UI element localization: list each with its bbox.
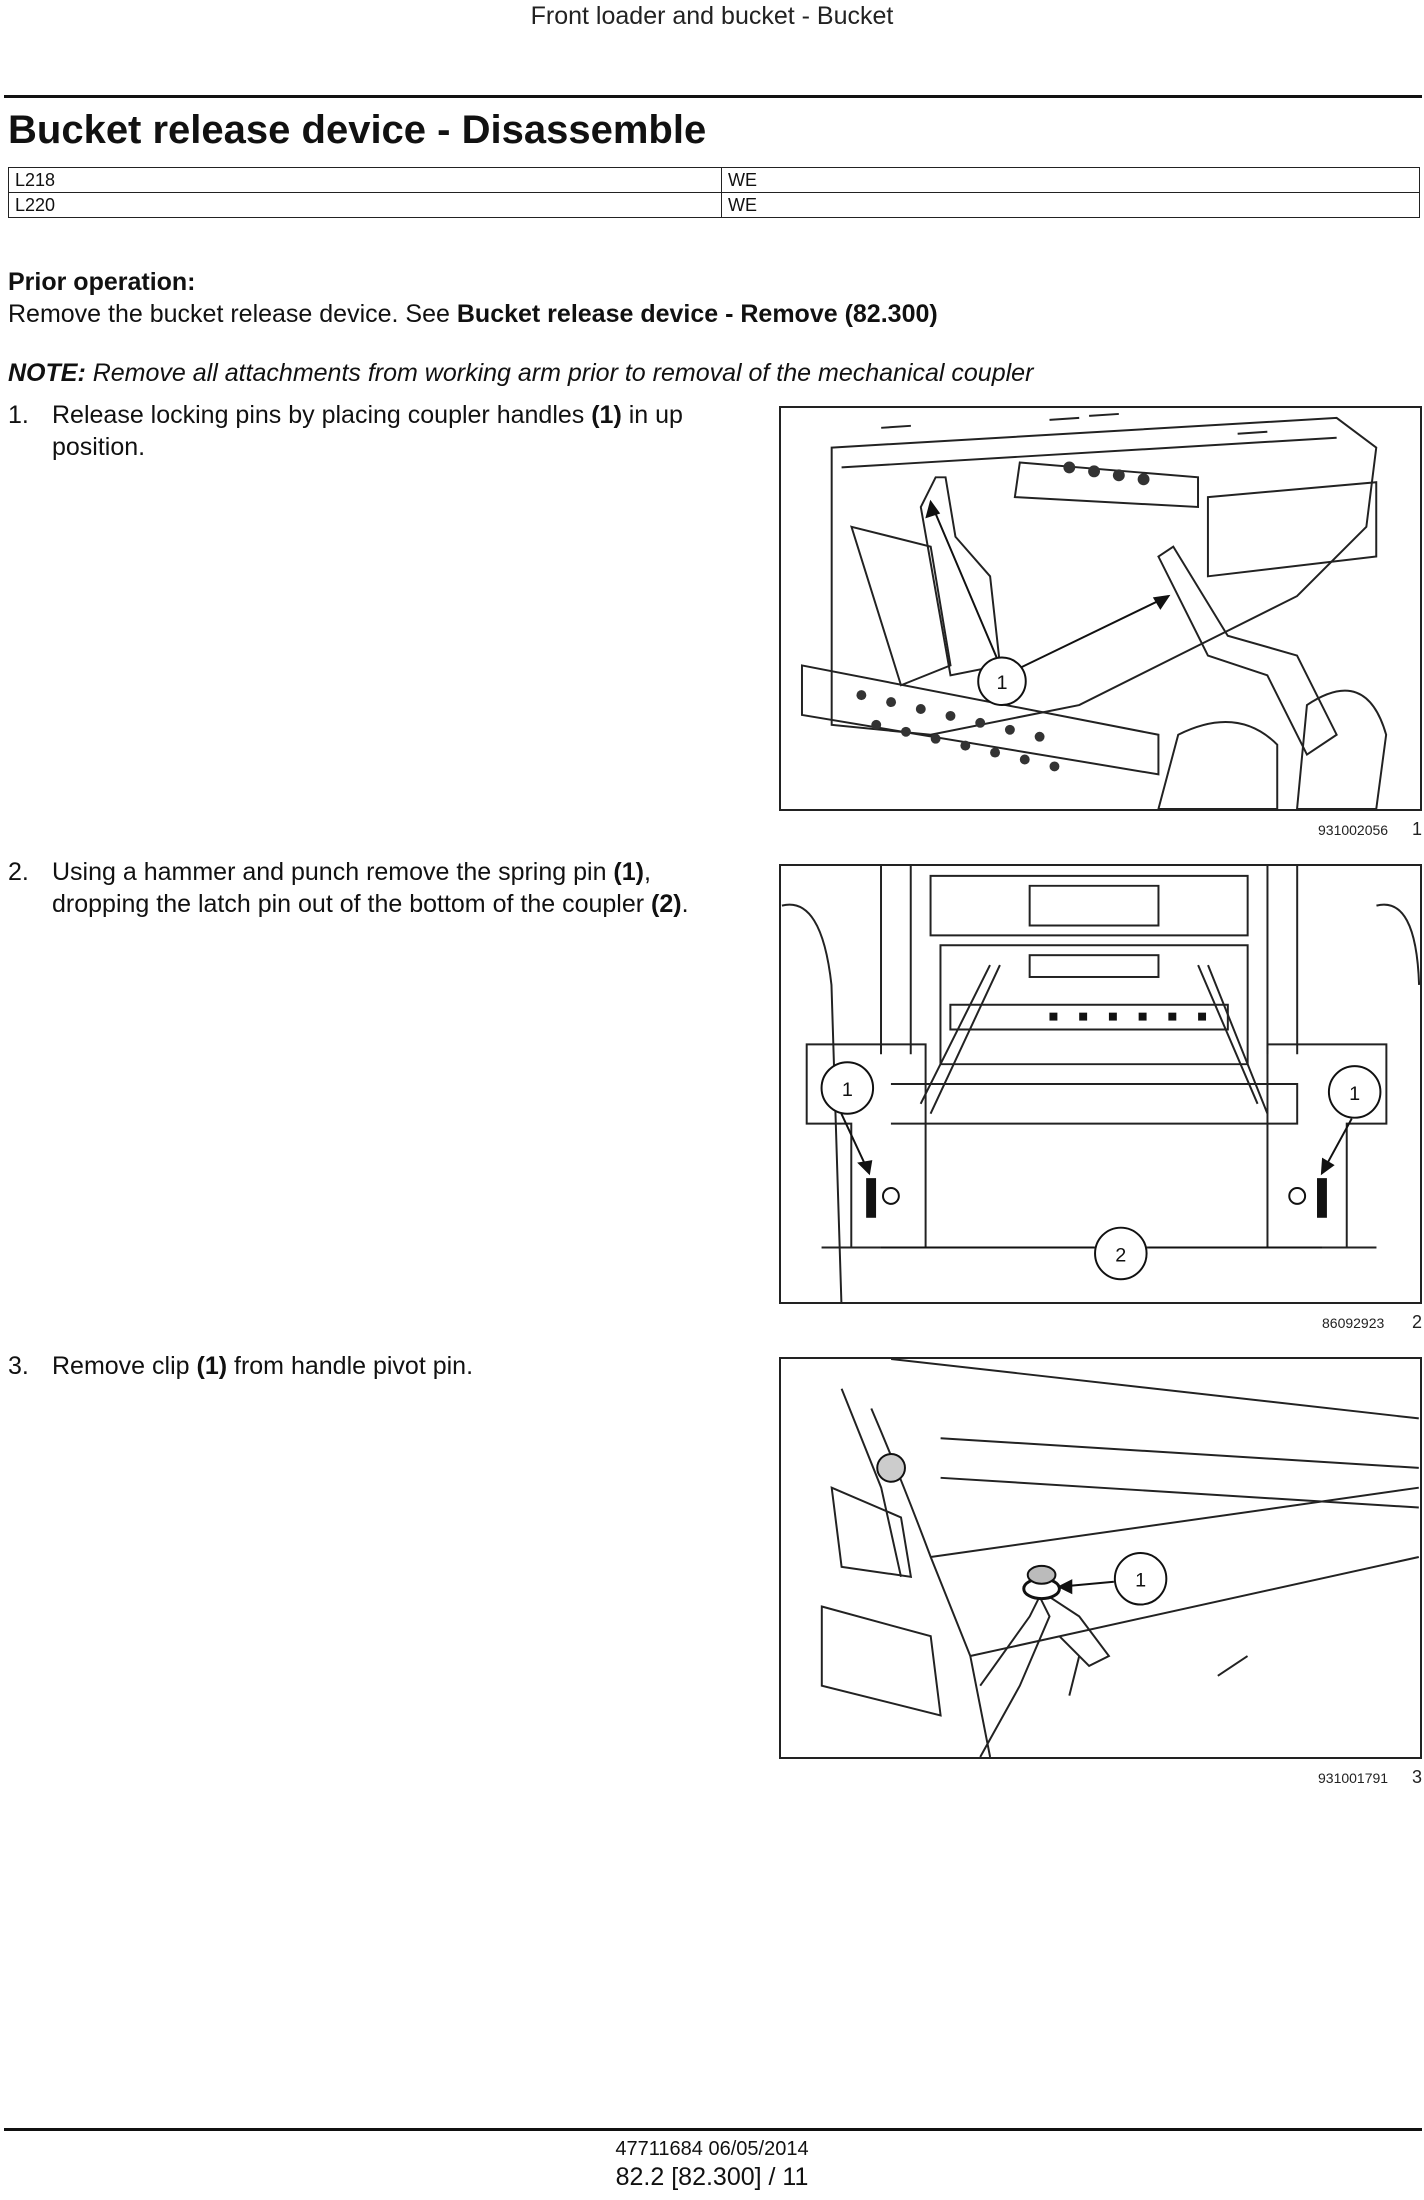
header-rule: [4, 95, 1422, 98]
prior-operation-link[interactable]: Bucket release device - Remove (82.300): [456, 300, 938, 328]
running-header: Front loader and bucket - Bucket: [530, 2, 894, 30]
figure-1-illustration: 1: [779, 406, 1422, 811]
market-cell: WE: [721, 167, 1420, 193]
table-row: L220 WE: [8, 192, 1420, 218]
prior-operation-text: Remove the bucket release device. See Bu…: [8, 300, 938, 329]
figure-3-illustration: 1: [779, 1357, 1422, 1759]
step-number: 1.: [8, 401, 29, 429]
step-text: Using a hammer and punch remove the spri…: [52, 856, 720, 920]
figure-callout: 2: [1115, 1244, 1126, 1266]
step-2: 2. Using a hammer and punch remove the s…: [8, 856, 720, 920]
figure-callout: 1: [842, 1079, 853, 1101]
model-cell: L220: [8, 192, 722, 218]
footer-rule: [4, 2128, 1422, 2131]
step-number: 3.: [8, 1352, 29, 1380]
table-row: L218 WE: [8, 167, 1420, 193]
figure-id: 86092923: [1322, 1315, 1385, 1331]
coupler-spring-pin-drawing: 1 1 2: [781, 866, 1420, 1302]
callout-ref: (1): [613, 858, 644, 886]
callout-ref: (1): [591, 401, 622, 429]
step-text-part: from handle pivot pin.: [227, 1352, 474, 1380]
figure-number: 2: [1412, 1312, 1423, 1332]
figure-number: 3: [1412, 1767, 1423, 1787]
step-text: Release locking pins by placing coupler …: [52, 399, 720, 463]
figure-2-illustration: 1 1 2: [779, 864, 1422, 1304]
step-number: 2.: [8, 858, 29, 886]
step-text: Remove clip (1) from handle pivot pin.: [52, 1350, 720, 1382]
market-cell: WE: [721, 192, 1420, 218]
handle-pivot-clip-drawing: 1: [820, 1359, 1420, 1757]
step-3: 3. Remove clip (1) from handle pivot pin…: [8, 1350, 720, 1382]
figure-number: 1: [1412, 819, 1423, 839]
page-title: Bucket release device - Disassemble: [8, 108, 707, 152]
note-text: Remove all attachments from working arm …: [85, 359, 1034, 387]
step-text-part: Remove clip: [52, 1352, 197, 1380]
footer-document-id: 47711684 06/05/2014: [615, 2138, 809, 2160]
coupler-handles-drawing: 1: [800, 412, 1388, 809]
step-text-part: , dropping the latch pin out of the bott…: [52, 858, 652, 918]
step-text-part: Release locking pins by placing coupler …: [52, 401, 592, 429]
figure-callout: 1: [1349, 1083, 1360, 1105]
note: NOTE: Remove all attachments from workin…: [8, 359, 1033, 388]
model-cell: L218: [8, 167, 722, 193]
figure-callout: 1: [996, 672, 1007, 694]
figure-id: 931001791: [1318, 1770, 1389, 1786]
figure-id: 931002056: [1318, 822, 1389, 838]
step-1: 1. Release locking pins by placing coupl…: [8, 399, 720, 463]
model-applicability-table: L218 WE L220 WE: [8, 167, 1420, 218]
callout-ref: (2): [651, 890, 682, 918]
prior-operation-label: Prior operation:: [8, 268, 196, 296]
prior-operation-sentence: Remove the bucket release device. See: [8, 300, 457, 328]
footer-page-number: 82.2 [82.300] / 11: [615, 2163, 809, 2191]
note-label: NOTE:: [8, 359, 86, 387]
step-text-part: Using a hammer and punch remove the spri…: [52, 858, 614, 886]
callout-ref: (1): [196, 1352, 228, 1380]
figure-callout: 1: [1135, 1570, 1146, 1592]
step-text-part: .: [681, 890, 689, 918]
step-text-part: in up position.: [52, 401, 683, 461]
